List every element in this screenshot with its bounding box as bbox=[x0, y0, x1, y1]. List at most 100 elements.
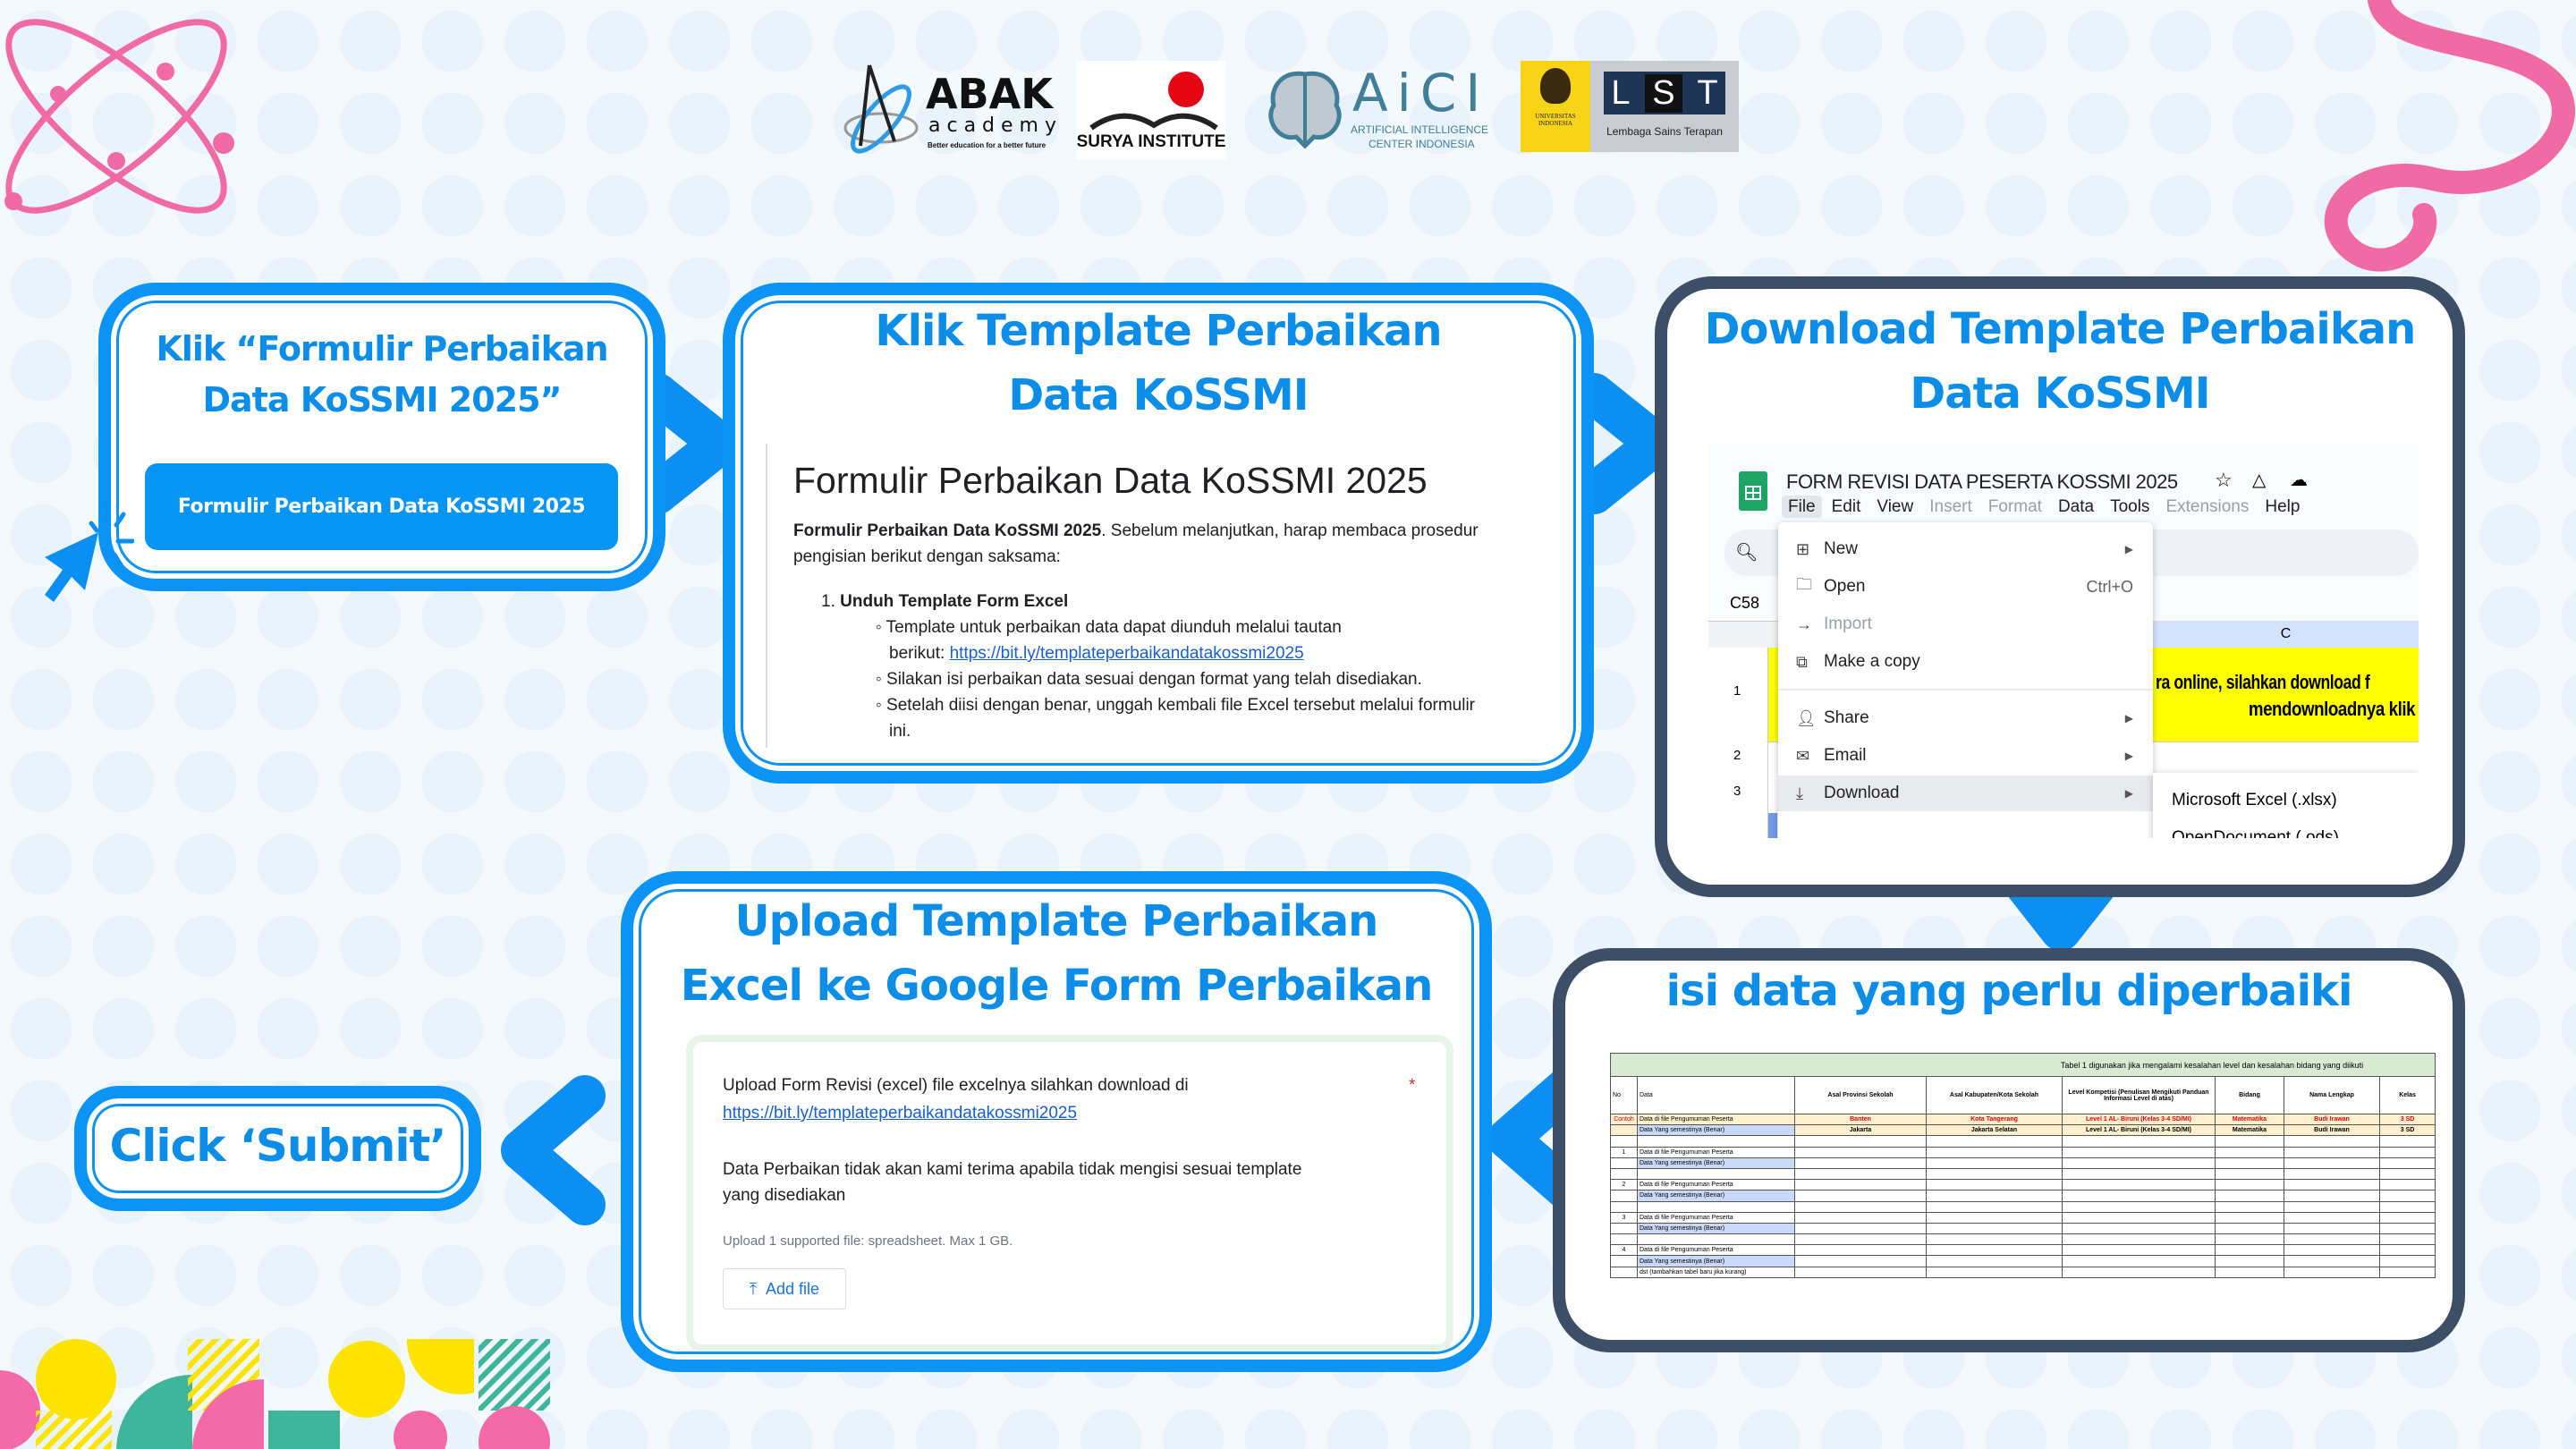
table-cell[interactable] bbox=[2215, 1244, 2284, 1257]
formulir-perbaikan-button[interactable]: Formulir Perbaikan Data KoSSMI 2025 bbox=[145, 463, 618, 550]
table-cell[interactable] bbox=[2062, 1167, 2216, 1181]
menu-extensions[interactable]: Extensions bbox=[2165, 497, 2250, 516]
template-link[interactable]: https://bit.ly/templateperbaikandatakoss… bbox=[723, 1104, 1078, 1123]
table-cell[interactable]: dst (tambahkan tabel baru jika kurang) bbox=[1637, 1266, 1795, 1278]
table-cell[interactable] bbox=[2284, 1157, 2380, 1169]
menu-insert[interactable]: Insert bbox=[1929, 497, 1972, 516]
table-cell[interactable] bbox=[1794, 1135, 1927, 1148]
table-cell[interactable] bbox=[1926, 1244, 2063, 1257]
table-cell[interactable]: Jakarta Selatan bbox=[1926, 1124, 2063, 1137]
menu-data[interactable]: Data bbox=[2057, 497, 2095, 516]
table-cell[interactable] bbox=[1926, 1135, 2063, 1148]
table-cell[interactable]: 4 bbox=[1610, 1244, 1638, 1257]
table-cell[interactable]: Jakarta bbox=[1794, 1124, 1927, 1137]
table-cell[interactable] bbox=[2062, 1157, 2216, 1169]
table-cell[interactable]: Data di file Pengumuman Peserta bbox=[1637, 1179, 1795, 1191]
table-cell[interactable] bbox=[2215, 1266, 2284, 1278]
table-cell[interactable] bbox=[2378, 1233, 2436, 1246]
table-cell[interactable] bbox=[2215, 1135, 2284, 1148]
table-cell[interactable] bbox=[2378, 1179, 2436, 1191]
column-header-c[interactable]: C bbox=[2153, 621, 2419, 648]
table-cell[interactable] bbox=[2378, 1211, 2436, 1224]
menu-item-ods[interactable]: OpenDocument (.ods) bbox=[2172, 828, 2339, 838]
table-cell[interactable] bbox=[2284, 1244, 2380, 1257]
menu-item-email[interactable]: ✉Email▶ bbox=[1796, 746, 2133, 765]
table-cell[interactable] bbox=[2062, 1135, 2216, 1148]
table-cell[interactable] bbox=[1794, 1255, 1927, 1267]
table-cell[interactable]: Level 1 AL- Biruni (Kelas 3-4 SD/MI) bbox=[2062, 1113, 2216, 1126]
table-cell[interactable] bbox=[2284, 1211, 2380, 1224]
table-cell[interactable] bbox=[1794, 1179, 1927, 1191]
table-cell[interactable] bbox=[2378, 1146, 2436, 1158]
table-cell[interactable]: Data di file Pengumuman Peserta bbox=[1637, 1211, 1795, 1224]
table-cell[interactable] bbox=[1926, 1157, 2063, 1169]
table-cell[interactable] bbox=[1926, 1190, 2063, 1202]
table-cell[interactable]: 3 bbox=[1610, 1211, 1638, 1224]
table-cell[interactable] bbox=[2215, 1167, 2284, 1181]
table-cell[interactable] bbox=[1926, 1200, 2063, 1213]
table-cell[interactable]: 2 bbox=[1610, 1179, 1638, 1191]
table-cell[interactable] bbox=[1794, 1244, 1927, 1257]
table-cell[interactable] bbox=[2284, 1190, 2380, 1202]
row-number[interactable]: 1 bbox=[1733, 683, 1741, 699]
table-cell[interactable]: Kota Tangerang bbox=[1926, 1113, 2063, 1126]
table-cell[interactable]: 3 SD bbox=[2378, 1113, 2436, 1126]
table-cell[interactable] bbox=[2284, 1146, 2380, 1158]
star-icon[interactable]: ☆ bbox=[2215, 469, 2233, 491]
table-cell[interactable] bbox=[1610, 1157, 1638, 1169]
menu-item-xlsx[interactable]: Microsoft Excel (.xlsx) bbox=[2172, 791, 2337, 809]
table-cell[interactable] bbox=[2378, 1244, 2436, 1257]
table-cell[interactable] bbox=[2378, 1167, 2436, 1181]
cloud-icon[interactable]: ☁ bbox=[2290, 470, 2308, 490]
table-cell[interactable] bbox=[2284, 1200, 2380, 1213]
table-cell[interactable] bbox=[1610, 1266, 1638, 1278]
table-cell[interactable]: Data di file Pengumuman Peserta bbox=[1637, 1113, 1795, 1126]
row-number[interactable]: 2 bbox=[1733, 748, 1741, 763]
table-cell[interactable] bbox=[1794, 1190, 1927, 1202]
table-cell[interactable] bbox=[1637, 1200, 1795, 1213]
table-cell[interactable] bbox=[1610, 1233, 1638, 1246]
table-cell[interactable] bbox=[2215, 1190, 2284, 1202]
table-cell[interactable]: Data di file Pengumuman Peserta bbox=[1637, 1146, 1795, 1158]
table-cell[interactable] bbox=[2378, 1190, 2436, 1202]
table-cell[interactable]: Matematika bbox=[2215, 1113, 2284, 1126]
table-cell[interactable] bbox=[2062, 1233, 2216, 1246]
table-cell[interactable] bbox=[2215, 1179, 2284, 1191]
table-cell[interactable]: Budi Irawan bbox=[2284, 1124, 2380, 1137]
menu-edit[interactable]: Edit bbox=[1831, 497, 1861, 516]
table-cell[interactable] bbox=[1610, 1255, 1638, 1267]
table-cell[interactable] bbox=[2062, 1146, 2216, 1158]
table-cell[interactable] bbox=[2284, 1255, 2380, 1267]
table-cell[interactable] bbox=[2215, 1157, 2284, 1169]
table-cell[interactable] bbox=[2215, 1200, 2284, 1213]
table-cell[interactable]: Data Yang semestinya (Benar) bbox=[1637, 1222, 1795, 1235]
table-cell[interactable] bbox=[2062, 1211, 2216, 1224]
menu-item-share[interactable]: 👤︎Share▶ bbox=[1796, 708, 2133, 727]
table-cell[interactable]: Data Yang semestinya (Benar) bbox=[1637, 1190, 1795, 1202]
table-cell[interactable] bbox=[2062, 1200, 2216, 1213]
table-cell[interactable] bbox=[1794, 1146, 1927, 1158]
table-cell[interactable] bbox=[1610, 1200, 1638, 1213]
menu-item-make-a-copy[interactable]: ⧉Make a copy bbox=[1796, 652, 1920, 671]
table-cell[interactable] bbox=[2062, 1179, 2216, 1191]
table-cell[interactable] bbox=[2378, 1135, 2436, 1148]
table-cell[interactable]: Matematika bbox=[2215, 1124, 2284, 1137]
table-cell[interactable] bbox=[1926, 1179, 2063, 1191]
menu-tools[interactable]: Tools bbox=[2110, 497, 2150, 516]
table-cell[interactable] bbox=[2215, 1146, 2284, 1158]
table-cell[interactable] bbox=[2062, 1255, 2216, 1267]
menu-help[interactable]: Help bbox=[2265, 497, 2301, 516]
table-cell[interactable] bbox=[1926, 1167, 2063, 1181]
table-cell[interactable] bbox=[1610, 1190, 1638, 1202]
table-cell[interactable]: Budi Irawan bbox=[2284, 1113, 2380, 1126]
table-cell[interactable] bbox=[2284, 1179, 2380, 1191]
drive-icon[interactable]: △ bbox=[2252, 470, 2267, 490]
menu-item-download[interactable]: ⤓Download▶ bbox=[1778, 775, 2153, 811]
table-cell[interactable] bbox=[2378, 1200, 2436, 1213]
table-cell[interactable] bbox=[1794, 1167, 1927, 1181]
table-cell[interactable] bbox=[1610, 1124, 1638, 1137]
table-cell[interactable] bbox=[1637, 1167, 1795, 1181]
table-cell[interactable] bbox=[1926, 1146, 2063, 1158]
table-cell[interactable] bbox=[1794, 1266, 1927, 1278]
table-cell[interactable] bbox=[2215, 1233, 2284, 1246]
